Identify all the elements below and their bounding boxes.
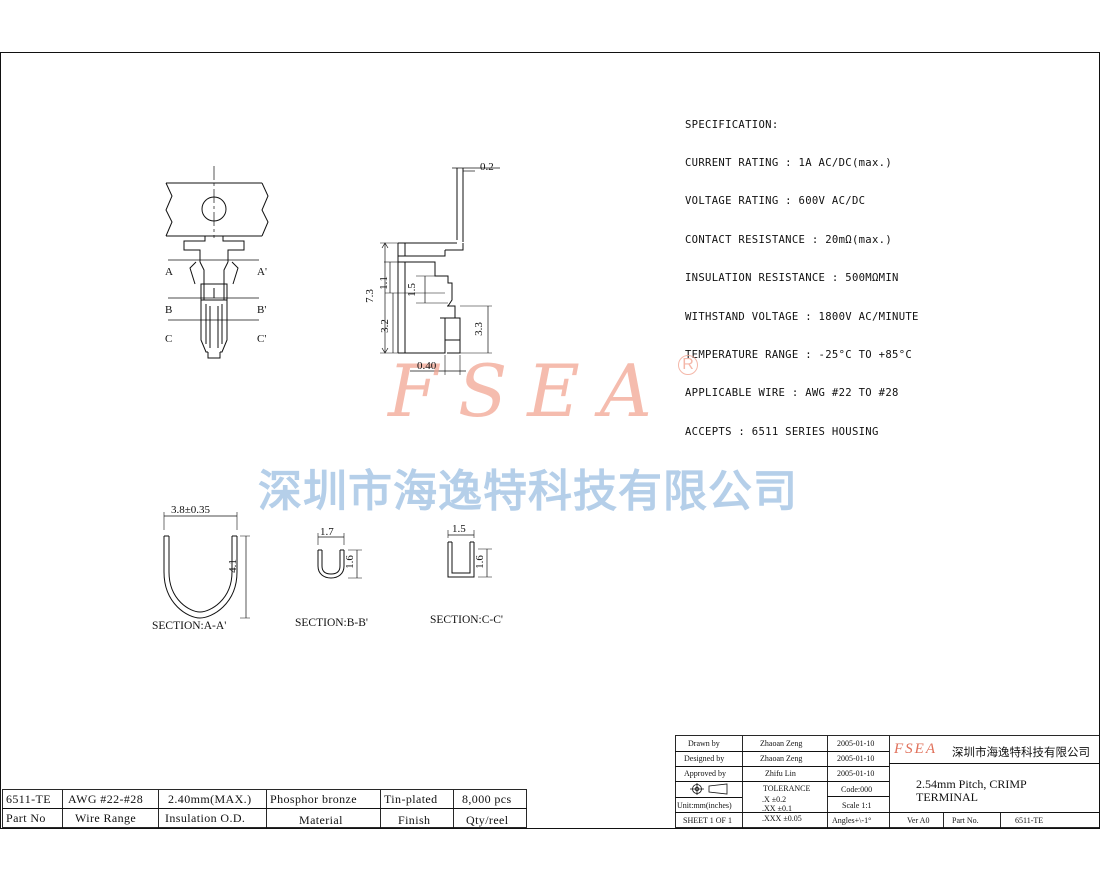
section-label-c-prime: C' bbox=[257, 333, 267, 345]
dim-3-2: 3.2 bbox=[378, 319, 391, 333]
registered-mark: R bbox=[678, 355, 698, 375]
tb-designed-name: Zhaoan Zeng bbox=[760, 754, 803, 763]
section-label-c: C bbox=[165, 333, 173, 345]
parts-value-insulation: 2.40mm(MAX.) bbox=[168, 792, 252, 806]
tb-tol-xxx: .XXX ±0.05 bbox=[762, 814, 802, 823]
terminal-top-view bbox=[165, 166, 269, 359]
tb-code: Code:000 bbox=[841, 785, 873, 794]
tb-tolerance-label: TOLERANCE bbox=[763, 784, 811, 793]
section-c-c-view bbox=[447, 530, 492, 578]
tb-company-name: 深圳市海逸特科技有限公司 bbox=[952, 745, 1090, 759]
section-b-b-view bbox=[317, 533, 362, 579]
section-c-caption: SECTION:C-C' bbox=[430, 614, 503, 626]
terminal-side-view bbox=[380, 167, 500, 375]
spec-line: APPLICABLE WIRE : AWG #22 TO #28 bbox=[685, 387, 899, 400]
spec-line: SPECIFICATION: bbox=[685, 118, 779, 131]
parts-header-insulation: Insulation O.D. bbox=[165, 811, 246, 825]
section-a-a-view bbox=[163, 512, 250, 619]
tb-angles: Angles+\-1° bbox=[832, 816, 872, 825]
spec-line: VOLTAGE RATING : 600V AC/DC bbox=[685, 195, 866, 208]
tb-company-logo: FSEA bbox=[894, 741, 937, 757]
tb-part-label: Part No. bbox=[952, 816, 979, 825]
section-label-a: A bbox=[165, 266, 173, 278]
tb-title-line2: TERMINAL bbox=[916, 790, 978, 804]
tb-sheet: SHEET 1 OF 1 bbox=[683, 816, 732, 825]
spec-line: INSULATION RESISTANCE : 500MΩMIN bbox=[685, 272, 899, 285]
dim-1-5: 1.5 bbox=[405, 283, 418, 297]
tb-units: Unit:mm(inches) bbox=[677, 801, 732, 810]
section-b-height: 1.6 bbox=[343, 555, 356, 569]
spec-line: CURRENT RATING : 1A AC/DC(max.) bbox=[685, 156, 893, 169]
tb-designed-date: 2005-01-10 bbox=[837, 754, 875, 763]
tb-tol-x: .X ±0.2 bbox=[762, 795, 787, 804]
tb-scale: Scale 1:1 bbox=[842, 801, 872, 810]
tb-approved-name: Zhifu Lin bbox=[765, 769, 796, 778]
section-label-a-prime: A' bbox=[257, 266, 267, 278]
tb-part-number: 6511-TE bbox=[1015, 816, 1044, 825]
parts-header-material: Material bbox=[299, 813, 343, 827]
parts-value-material: Phosphor bronze bbox=[270, 792, 357, 806]
section-label-b: B bbox=[165, 304, 173, 316]
section-a-height: 4.1 bbox=[226, 559, 239, 573]
dim-3-3: 3.3 bbox=[472, 322, 485, 336]
dim-0-40: 0.40 bbox=[417, 360, 437, 372]
section-label-b-prime: B' bbox=[257, 304, 267, 316]
tb-title-line1: 2.54mm Pitch, CRIMP bbox=[916, 777, 1027, 791]
parts-header-part-no: Part No bbox=[6, 811, 46, 825]
parts-value-finish: Tin-plated bbox=[384, 792, 438, 806]
watermark-company-name: 深圳市海逸特科技有限公司 bbox=[258, 466, 798, 517]
parts-header-qty: Qty/reel bbox=[466, 813, 509, 827]
parts-value-part-no: 6511-TE bbox=[6, 792, 52, 806]
tb-tol-xx: .XX ±0.1 bbox=[762, 804, 792, 813]
section-c-height: 1.6 bbox=[473, 555, 486, 569]
parts-header-finish: Finish bbox=[398, 813, 431, 827]
parts-header-wire-range: Wire Range bbox=[75, 811, 137, 825]
section-a-width: 3.8±0.35 bbox=[171, 504, 211, 516]
parts-value-qty: 8,000 pcs bbox=[462, 792, 512, 806]
section-c-width: 1.5 bbox=[452, 523, 466, 535]
section-a-caption: SECTION:A-A' bbox=[152, 620, 227, 632]
tb-version: Ver A0 bbox=[907, 816, 930, 825]
section-b-caption: SECTION:B-B' bbox=[295, 617, 368, 629]
tb-drawn-label: Drawn by bbox=[688, 739, 720, 748]
tb-approved-label: Approved by bbox=[684, 769, 726, 778]
spec-line: ACCEPTS : 6511 SERIES HOUSING bbox=[685, 425, 879, 438]
section-b-width: 1.7 bbox=[320, 526, 334, 538]
dim-thickness: 0.2 bbox=[480, 161, 494, 173]
spec-line: CONTACT RESISTANCE : 20mΩ(max.) bbox=[685, 233, 893, 246]
tb-drawn-date: 2005-01-10 bbox=[837, 739, 875, 748]
parts-table-grid bbox=[2, 789, 527, 828]
tb-drawn-name: Zhaoan Zeng bbox=[760, 739, 803, 748]
dim-1-1: 1.1 bbox=[377, 276, 390, 290]
drawing-border bbox=[0, 52, 1100, 829]
tb-approved-date: 2005-01-10 bbox=[837, 769, 875, 778]
spec-line: TEMPERATURE RANGE : -25°C TO +85°C bbox=[685, 348, 913, 361]
projection-symbol bbox=[690, 783, 728, 795]
specification-block: SPECIFICATION: CURRENT RATING : 1A AC/DC… bbox=[685, 93, 919, 451]
spec-line: WITHSTAND VOLTAGE : 1800V AC/MINUTE bbox=[685, 310, 919, 323]
watermark-logo: FSEA bbox=[388, 349, 672, 433]
tb-designed-label: Designed by bbox=[684, 754, 725, 763]
parts-value-wire-range: AWG #22-#28 bbox=[68, 792, 144, 806]
dim-overall-height: 7.3 bbox=[363, 289, 376, 303]
